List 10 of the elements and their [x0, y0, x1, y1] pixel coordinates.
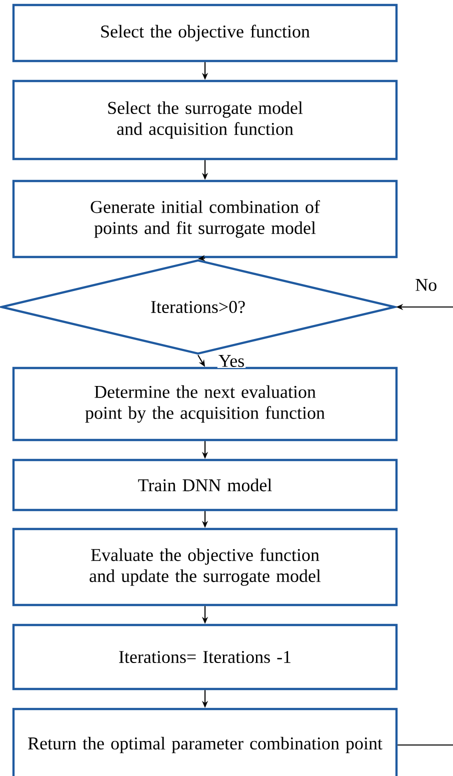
process-box: Return the optimal parameter combination point	[12, 708, 398, 776]
process-box: Train DNN model	[12, 458, 398, 512]
edge-label: No	[414, 278, 438, 292]
process-box: Select the objective function	[12, 4, 398, 62]
process-box: Generate initial combination of points and fit surrogate model	[12, 180, 398, 258]
process-box: Evaluate the objective function and update the surrogate model	[12, 528, 398, 606]
edge-label: Yes	[217, 354, 246, 368]
process-box: Iterations= Iterations -1	[12, 624, 398, 690]
process-box: Determine the next evaluation point by the acquisition function	[12, 366, 398, 442]
process-box: Select the surrogate model and acquisition function	[12, 80, 398, 160]
